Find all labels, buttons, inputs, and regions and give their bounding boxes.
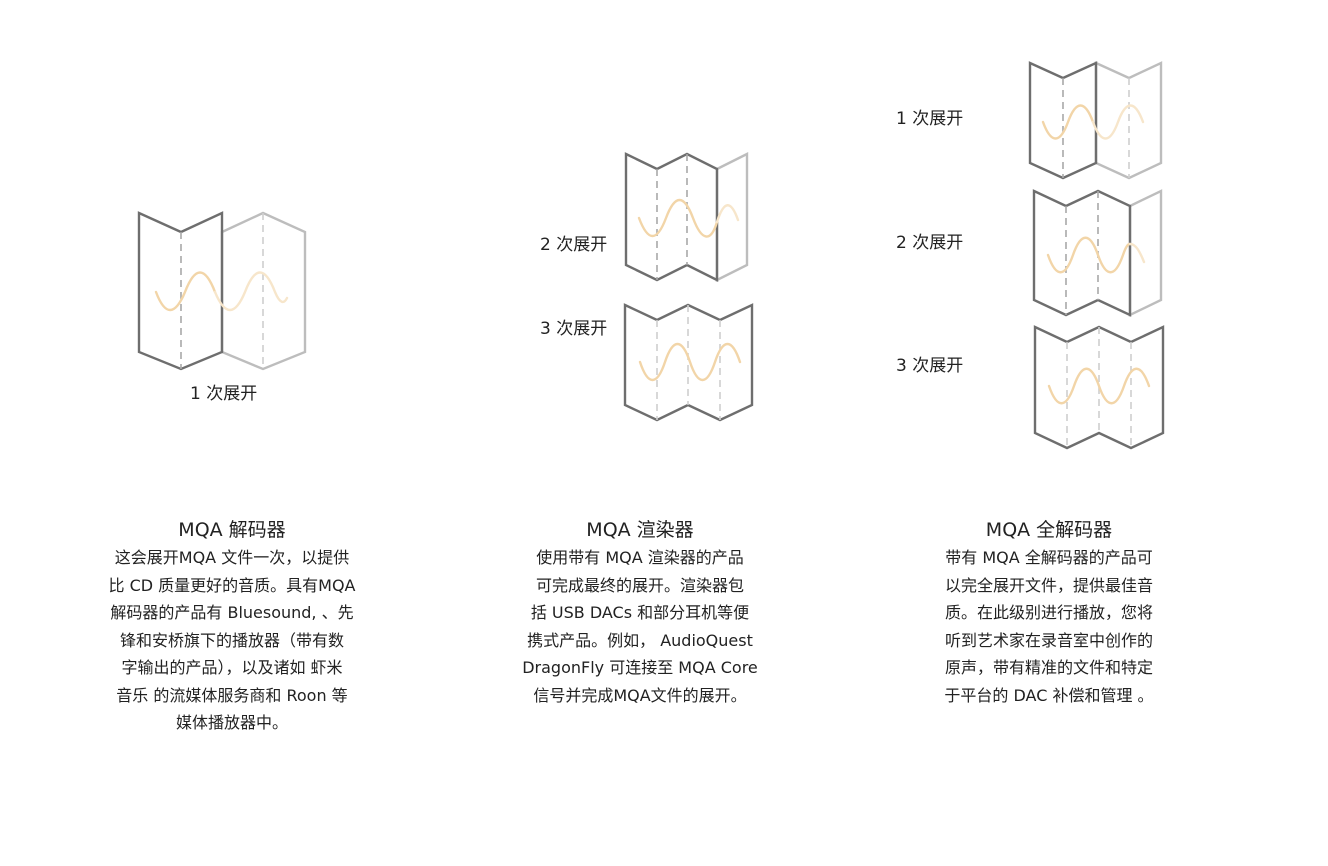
renderer-line: 信号并完成MQA文件的展开。	[533, 685, 747, 705]
renderer-fold-label-2: 2 次展开	[540, 235, 607, 255]
full-decoder-description: MQA 全解码器 带有 MQA 全解码器的产品可 以完全展开文件，提供最佳音 质…	[898, 516, 1200, 709]
renderer-fold-label-3: 3 次展开	[540, 319, 607, 339]
decoder-line: 这会展开MQA 文件一次，以提供	[114, 548, 350, 567]
decoder-line: 解码器的产品有 Bluesound, 、先	[110, 603, 354, 622]
renderer-title: MQA 渲染器	[586, 519, 694, 541]
full-decoder-third-unfold-icon	[1033, 325, 1165, 450]
full-decoder-title: MQA 全解码器	[985, 519, 1113, 541]
full-decoder-line: 于平台的 DAC 补偿和管理 。	[944, 685, 1154, 705]
decoder-line: 音乐 的流媒体服务商和 Roon 等	[116, 685, 348, 705]
renderer-third-unfold-icon	[623, 303, 754, 422]
full-decoder-first-unfold-icon	[1028, 61, 1163, 180]
renderer-line: DragonFly 可连接至 MQA Core	[522, 658, 758, 677]
renderer-description: MQA 渲染器 使用带有 MQA 渲染器的产品 可完成最终的展开。渲染器包 括 …	[489, 516, 791, 709]
decoder-title: MQA 解码器	[178, 519, 286, 541]
full-decoder-line: 以完全展开文件，提供最佳音	[944, 575, 1153, 595]
full-decoder-line: 带有 MQA 全解码器的产品可	[945, 548, 1153, 567]
decoder-body: 这会展开MQA 文件一次，以提供 比 CD 质量更好的音质。具有MQA 解码器的…	[81, 544, 383, 737]
renderer-line: 携式产品。例如， AudioQuest	[527, 630, 753, 650]
decoder-line: 字输出的产品），以及诸如 虾米	[121, 658, 343, 677]
full-decoder-fold-label-2: 2 次展开	[896, 233, 963, 253]
decoder-description: MQA 解码器 这会展开MQA 文件一次，以提供 比 CD 质量更好的音质。具有…	[81, 516, 383, 737]
renderer-line: 使用带有 MQA 渲染器的产品	[536, 548, 744, 567]
decoder-line: 比 CD 质量更好的音质。具有MQA	[108, 575, 356, 595]
full-decoder-fold-label-1: 1 次展开	[896, 109, 963, 129]
full-decoder-second-unfold-icon	[1032, 189, 1163, 317]
renderer-second-unfold-icon	[624, 152, 749, 282]
full-decoder-line: 原声，带有精准的文件和特定	[944, 658, 1153, 677]
renderer-body: 使用带有 MQA 渲染器的产品 可完成最终的展开。渲染器包 括 USB DACs…	[489, 544, 791, 709]
renderer-line: 括 USB DACs 和部分耳机等便	[530, 603, 750, 622]
decoder-line: 锋和安桥旗下的播放器（带有数	[119, 630, 344, 650]
decoder-line: 媒体播放器中。	[175, 713, 288, 732]
decoder-fold-label: 1 次展开	[190, 384, 257, 404]
full-decoder-line: 质。在此级别进行播放，您将	[944, 603, 1153, 622]
full-decoder-line: 听到艺术家在录音室中创作的	[944, 630, 1153, 650]
decoder-folded-file-icon	[137, 211, 307, 371]
full-decoder-fold-label-3: 3 次展开	[896, 356, 963, 376]
renderer-line: 可完成最终的展开。渲染器包	[535, 575, 744, 595]
full-decoder-body: 带有 MQA 全解码器的产品可 以完全展开文件，提供最佳音 质。在此级别进行播放…	[898, 544, 1200, 709]
